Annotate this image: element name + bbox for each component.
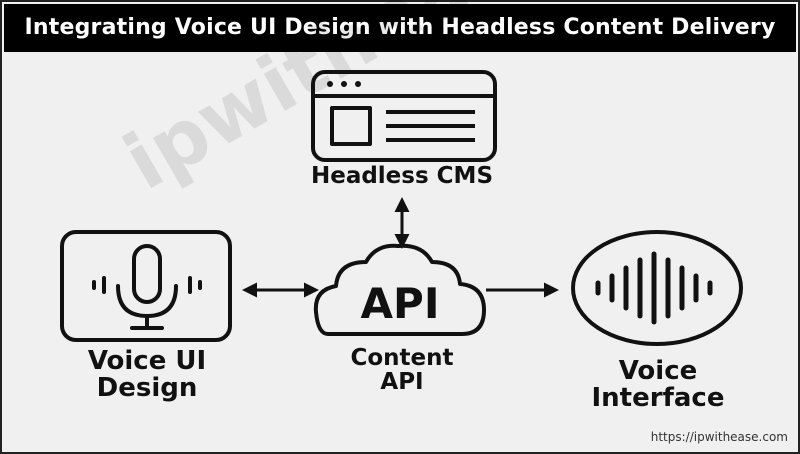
browser-window-icon xyxy=(311,70,497,162)
content-api-label: Content API xyxy=(318,346,486,394)
content-api-line2: API xyxy=(380,369,424,396)
content-api-line1: Content xyxy=(350,345,454,371)
voice-ui-line2: Design xyxy=(96,373,198,404)
page-title: Integrating Voice UI Design with Headles… xyxy=(4,4,796,52)
footer-url[interactable]: https://ipwithease.com xyxy=(650,430,788,444)
api-badge: API xyxy=(361,279,440,328)
voice-interface-label: Voice Interface xyxy=(560,356,756,414)
voice-interface-line2: Interface xyxy=(591,383,725,414)
voice-ui-label: Voice UI Design xyxy=(44,346,250,404)
sound-wave-icon xyxy=(571,230,743,346)
microphone-icon xyxy=(60,230,232,342)
cms-label: Headless CMS xyxy=(310,163,494,189)
voice-interface-line1: Voice xyxy=(618,356,698,386)
voice-ui-line1: Voice UI xyxy=(87,346,207,376)
